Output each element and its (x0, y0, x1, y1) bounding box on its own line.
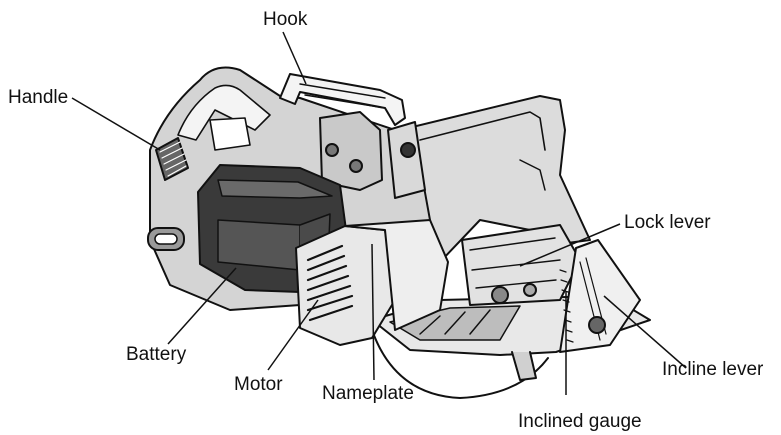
label-battery: Battery (126, 344, 187, 365)
label-lock-lever: Lock lever (624, 212, 711, 233)
leader-battery (167, 267, 237, 345)
leader-hook (282, 31, 307, 85)
leader-handle (71, 97, 161, 151)
hook (279, 73, 406, 126)
label-hook: Hook (263, 9, 308, 30)
label-inclined-gauge: Inclined gauge (518, 411, 642, 432)
label-motor: Motor (234, 374, 283, 395)
incline-gauge-plate (559, 239, 641, 353)
leader-nameplate (371, 243, 375, 381)
leader-motor (267, 299, 319, 371)
label-handle: Handle (8, 87, 69, 108)
label-nameplate: Nameplate (322, 383, 414, 404)
nameplate-block (344, 219, 449, 331)
leader-incline-lever (603, 295, 687, 369)
label-incline-lever: Incline lever (662, 359, 764, 380)
leader-lock-lever (519, 223, 621, 267)
